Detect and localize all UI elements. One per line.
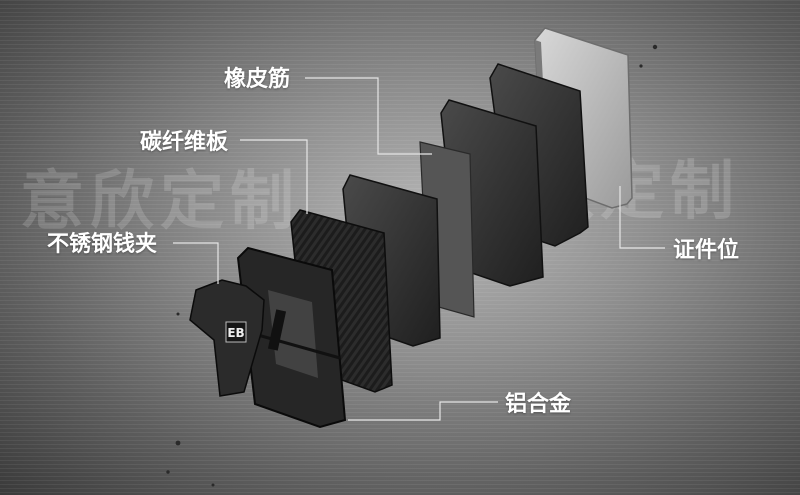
dust-specks (166, 44, 658, 487)
aluminum-frame (236, 246, 347, 429)
label-rubber-band: 橡皮筋 (224, 67, 291, 92)
watermark-left: 意欣定制 (20, 164, 300, 239)
clip-logo-badge (225, 321, 247, 343)
label-card-slot: 证件位 (673, 238, 740, 263)
label-stainless-clip: 不锈钢钱夹 (47, 232, 158, 257)
stainless-steel-clip: EB (189, 279, 265, 397)
label-carbon-fiber-plate: 碳纤维板 (140, 130, 229, 155)
label-aluminum: 铝合金 (505, 392, 572, 417)
clip-logo: EB (227, 326, 244, 340)
leader-lines (173, 77, 665, 421)
